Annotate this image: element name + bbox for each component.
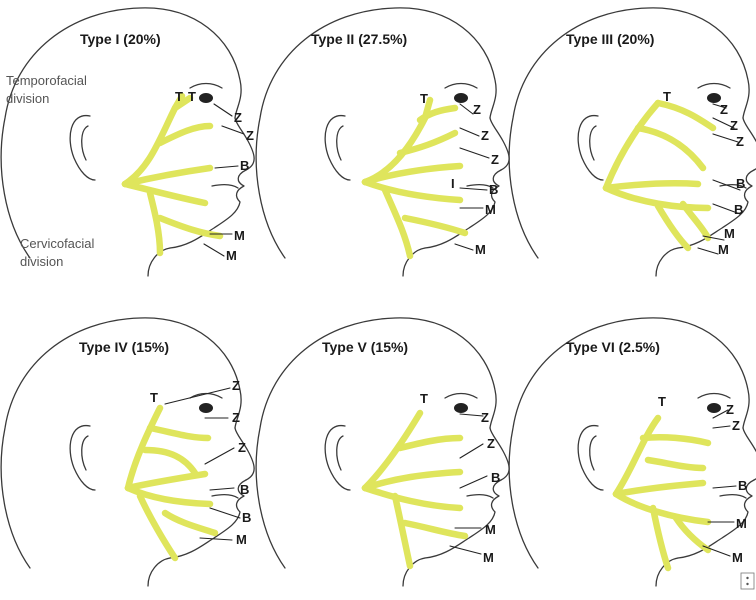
panel-type-1: T T Z Z B M M [0,7,255,277]
branch-label-z: Z [736,134,744,149]
branch-label-b: B [240,482,249,497]
nerve-branches [612,414,712,572]
branch-label-b: B [242,510,251,525]
panel-type-4: T Z Z Z B B M [0,317,255,587]
branch-label-z: Z [246,128,254,143]
branch-leaders [697,103,741,255]
branch-label-m: M [718,242,729,257]
branch-label-z: Z [238,440,246,455]
branch-label-m: M [485,202,496,217]
branch-label-z: Z [732,418,740,433]
branch-label-z: Z [481,410,489,425]
nerve-branches [124,404,219,562]
panel-type-2: T Z Z Z I B M M [255,7,510,277]
branch-leaders [454,103,490,251]
branch-label-b: B [736,176,745,191]
branch-label-b: B [489,182,498,197]
branch-label-b: B [240,158,249,173]
nerve-branches [602,99,717,252]
branch-label-z: Z [491,152,499,167]
branch-label-m: M [485,522,496,537]
panel-title: Type II (27.5%) [311,31,407,47]
branch-label-z: Z [232,410,240,425]
cervicofacial-label: Cervicofacial [20,236,95,251]
branch-label-m: M [736,516,747,531]
branch-label-z: Z [730,118,738,133]
branch-label-b: B [738,478,747,493]
temporofacial-label: Temporofacial [6,73,87,88]
branch-label-t: T [188,89,196,104]
corner-icon [740,572,755,590]
panel-type-5: T Z Z B M M [255,317,510,587]
branch-label-t: T [175,89,183,104]
branch-leaders [449,413,488,555]
branch-leaders [203,103,245,257]
head-outline [255,317,510,587]
cervicofacial-label: division [20,254,63,269]
branch-label-z: Z [481,128,489,143]
branch-label-z: Z [232,378,240,393]
branch-label-t: T [150,390,158,405]
branch-label-t: T [658,394,666,409]
branch-label-b: B [491,470,500,485]
branch-label-z: Z [487,436,495,451]
branch-label-m: M [475,242,486,257]
branch-label-i: I [451,176,455,191]
branch-label-t: T [420,91,428,106]
panel-title: Type VI (2.5%) [566,339,660,355]
head-outline [255,7,510,277]
branch-label-m: M [732,550,743,565]
branch-label-m: M [236,532,247,547]
branch-leaders [702,409,737,557]
branch-label-z: Z [234,110,242,125]
branch-label-t: T [420,391,428,406]
nerve-branches [121,92,224,257]
branch-label-m: M [724,226,735,241]
branch-label-z: Z [726,402,734,417]
branch-label-z: Z [473,102,481,117]
temporofacial-label: division [6,91,49,106]
panel-title: Type III (20%) [566,31,654,47]
branch-label-z: Z [720,102,728,117]
nerve-branches [361,409,469,570]
branch-label-m: M [234,228,245,243]
branch-label-m: M [483,550,494,565]
panel-title: Type I (20%) [80,31,161,47]
branch-label-t: T [663,89,671,104]
branch-leaders [164,387,241,541]
head-outline [508,317,756,587]
panel-title: Type IV (15%) [79,339,169,355]
nerve-branches [361,96,469,260]
panel-type-3: T Z Z Z B B M M [508,7,756,277]
head-outline [0,317,255,587]
panel-title: Type V (15%) [322,339,408,355]
branch-label-m: M [226,248,237,263]
branch-label-b: B [734,202,743,217]
panel-type-6: T Z Z B M M [508,317,756,587]
